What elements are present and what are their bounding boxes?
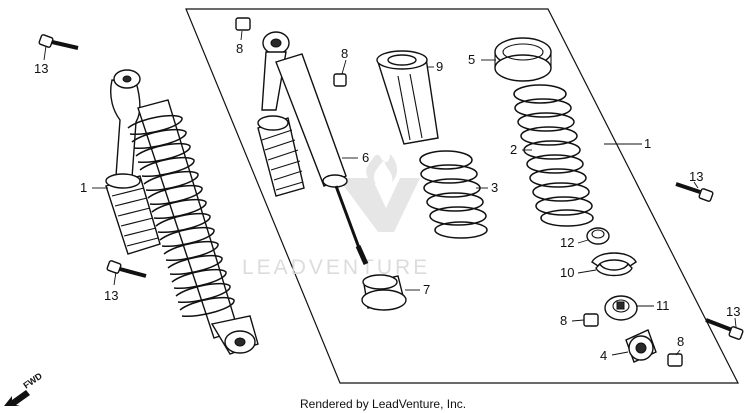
fwd-label: FWD <box>21 370 44 390</box>
callout-8-lower-left: 8 <box>560 313 567 328</box>
callouts: 13 8 8 9 5 1 1 2 6 3 13 12 13 10 7 11 8 … <box>34 41 740 363</box>
adjuster-11 <box>604 295 638 321</box>
nut-8-lower-left <box>583 313 599 327</box>
callout-3: 3 <box>491 180 498 195</box>
callout-6: 6 <box>362 150 369 165</box>
callout-13-middle-left: 13 <box>104 288 118 303</box>
lower-spring-seat <box>361 274 407 311</box>
callout-2: 2 <box>510 142 517 157</box>
callout-1-left: 1 <box>80 180 87 195</box>
secondary-spring <box>419 150 488 239</box>
callout-13-right-upper: 13 <box>689 169 703 184</box>
callout-11: 11 <box>656 298 670 313</box>
leader-lines <box>43 30 737 356</box>
fwd-indicator: FWD <box>4 370 44 406</box>
watermark-text: LEADVENTURE <box>242 256 430 279</box>
circlip-10 <box>591 252 637 277</box>
nut-8-upper-right <box>333 73 347 87</box>
nut-8-lower-right <box>667 353 683 367</box>
callout-8-top: 8 <box>236 41 243 56</box>
exploded-view-frame <box>185 8 739 384</box>
bolt-13-middle-left <box>106 260 147 278</box>
footer-credit: Rendered by LeadVenture, Inc. <box>300 397 466 411</box>
stopper-12 <box>586 227 610 245</box>
callout-13-right-lower: 13 <box>726 304 740 319</box>
callout-8-upper-right: 8 <box>341 46 348 61</box>
callout-5: 5 <box>468 52 475 67</box>
callout-7: 7 <box>423 282 430 297</box>
assembled-spring <box>127 114 235 317</box>
bump-stop <box>376 50 439 145</box>
assembled-shock-absorber <box>105 69 259 355</box>
callout-4: 4 <box>600 348 607 363</box>
collar-4 <box>625 329 657 363</box>
bolt-13-right-lower <box>705 318 744 340</box>
callout-12: 12 <box>560 235 574 250</box>
callout-13-top-left: 13 <box>34 61 48 76</box>
bolt-13-top-left <box>38 34 79 50</box>
spring-guide-ring <box>494 37 552 82</box>
watermark: LEADVENTURE <box>242 154 430 279</box>
fwd-arrow-icon <box>4 390 30 406</box>
callout-9: 9 <box>436 59 443 74</box>
callout-8-lower-right: 8 <box>677 334 684 349</box>
nut-8-top <box>235 17 251 31</box>
callout-10: 10 <box>560 265 574 280</box>
main-spring <box>513 84 594 227</box>
callout-1-right: 1 <box>644 136 651 151</box>
watermark-logo-icon <box>338 178 420 232</box>
bolt-13-right-upper <box>675 182 714 202</box>
damper-unit <box>257 31 369 266</box>
